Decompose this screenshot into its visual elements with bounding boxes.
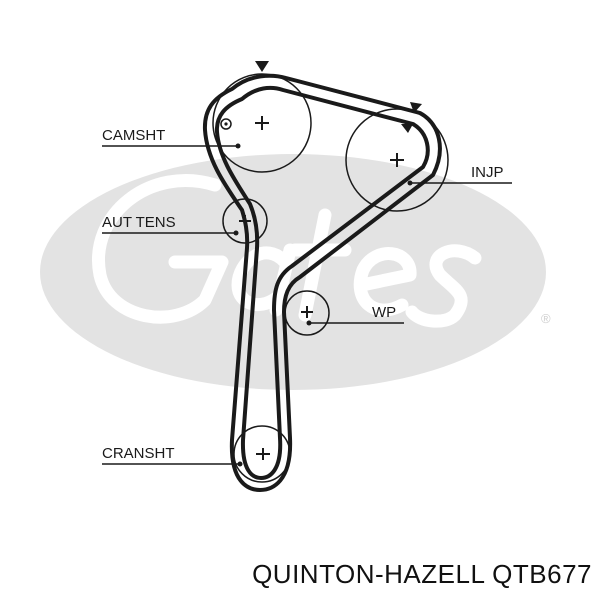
- tensioner-label: AUT TENS: [102, 214, 176, 231]
- centre-marks: [239, 116, 404, 460]
- water-pump-pulley: [284, 290, 330, 336]
- watermark-trademark: ®: [541, 311, 551, 326]
- injection-pump-pulley: [345, 108, 449, 212]
- injection-pump-timing-arrow: [410, 102, 422, 113]
- timing-marks: [255, 61, 422, 133]
- camshaft-timing-arrow: [255, 61, 269, 72]
- camshaft-centre-mark: [255, 116, 269, 130]
- camshaft-label: CAMSHT: [102, 127, 165, 144]
- camshaft-pulley: [212, 73, 312, 173]
- injection-pump-timing-arrow-lower: [401, 124, 413, 133]
- camshaft-index-mark: [220, 118, 232, 130]
- tensioner-centre-mark: [239, 215, 251, 227]
- crankshaft-label: CRANSHT: [102, 445, 175, 462]
- leader-lines: [102, 145, 512, 465]
- timing-belt: [202, 73, 442, 492]
- tensioner-pulley: [222, 198, 268, 244]
- injection-pump-centre-mark: [390, 153, 404, 167]
- gates-watermark: ®: [40, 154, 551, 390]
- pulleys: [212, 73, 449, 483]
- leader-dots: [233, 143, 413, 467]
- belt-inner-path: [214, 85, 430, 480]
- injection-pump-label: INJP: [471, 164, 504, 181]
- watermark-letters: [92, 174, 482, 328]
- part-number-caption: QUINTON-HAZELL QTB677: [252, 559, 592, 589]
- watermark-ellipse: [40, 154, 546, 390]
- water-pump-label: WP: [372, 304, 396, 321]
- belt-outer-path: [202, 73, 442, 492]
- water-pump-centre-mark: [301, 306, 313, 318]
- crankshaft-centre-mark: [256, 448, 270, 460]
- crankshaft-pulley: [233, 425, 291, 483]
